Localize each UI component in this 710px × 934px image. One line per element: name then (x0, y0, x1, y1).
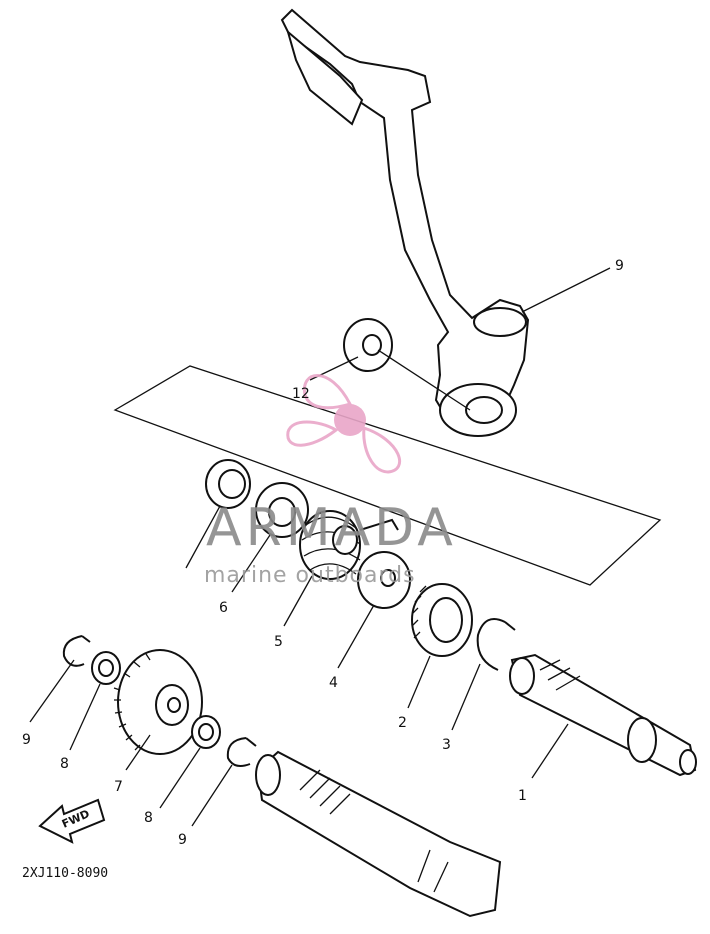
part-label-11: 12 (292, 386, 310, 402)
kick-idle-gear (113, 649, 203, 755)
part-label-6: 6 (219, 600, 228, 616)
part-label-4: 4 (329, 675, 338, 691)
part-label-9-right: 9 (178, 832, 187, 848)
propeller-icon (286, 374, 401, 474)
part-label-9-left: 9 (22, 732, 31, 748)
oil-seal (205, 459, 251, 509)
ratchet-wheel (411, 583, 473, 657)
circlip-9-right (226, 737, 257, 767)
kick-crank-arm (280, 8, 530, 437)
part-label-5: 5 (274, 634, 283, 650)
fwd-arrow-icon: FWD (38, 798, 106, 844)
part-label-1: 1 (518, 788, 527, 804)
spring-guide (255, 482, 309, 538)
washer-8-right (191, 715, 221, 749)
part-label-8-left: 8 (60, 756, 69, 772)
watermark-title: ARMADA (206, 498, 457, 558)
circlip-9-left (62, 635, 91, 667)
part-label-7: 7 (114, 779, 123, 795)
lower-shaft (255, 750, 502, 918)
watermark-subtitle: marine outboards (204, 563, 416, 588)
crank-washer (343, 318, 393, 372)
kick-shaft (509, 653, 697, 777)
part-label-8-right: 8 (144, 810, 153, 826)
watermark: ARMADA marine outboards (204, 374, 457, 588)
part-label-10: 9 (615, 258, 624, 274)
crank-axis-line (377, 349, 471, 411)
part-label-2: 2 (398, 715, 407, 731)
assembly-outline (113, 365, 662, 586)
washer-8-left (91, 651, 121, 685)
part-label-3: 3 (442, 737, 451, 753)
drawing-code: 2XJ110-8090 (22, 866, 108, 881)
ratchet-circlip (476, 618, 516, 671)
spring-washer (357, 551, 411, 609)
torsion-spring (299, 510, 399, 580)
